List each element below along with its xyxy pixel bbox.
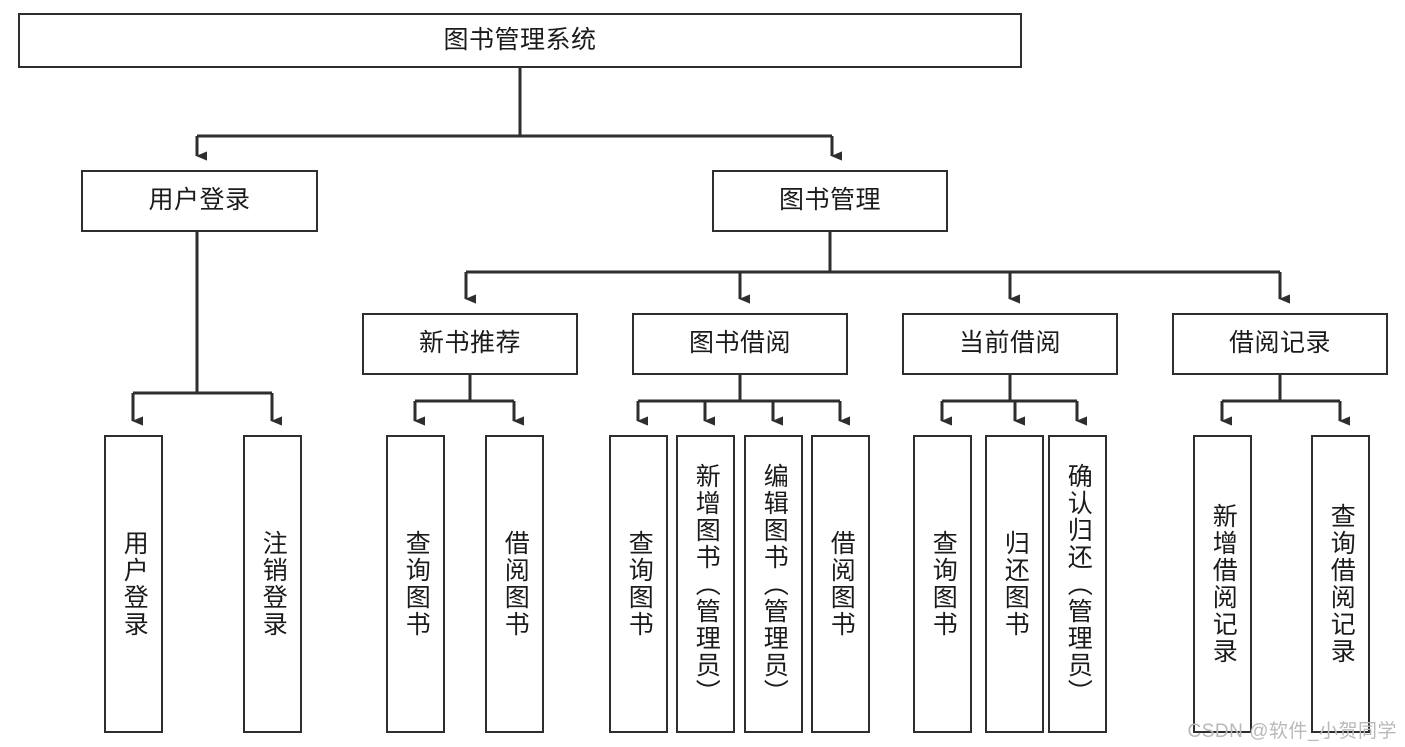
node-book-borrow-label: 图书借阅 <box>688 329 791 358</box>
node-leaf-label: 借阅图书 <box>501 530 530 638</box>
node-leaf-current-confirm-return-admin[interactable]: 确认归还（管理员） <box>1048 435 1107 733</box>
node-leaf-user-login-signin[interactable]: 用户登录 <box>104 435 163 733</box>
node-leaf-label: 借阅图书 <box>827 530 856 638</box>
node-book-borrow[interactable]: 图书借阅 <box>632 313 848 375</box>
node-book-management-label: 图书管理 <box>778 186 881 215</box>
node-leaf-label: 查询图书 <box>402 530 431 638</box>
node-leaf-label: 确认归还（管理员） <box>1064 462 1093 706</box>
node-user-login-label: 用户登录 <box>148 186 251 215</box>
node-leaf-label: 查询图书 <box>625 530 654 638</box>
node-leaf-label: 查询借阅记录 <box>1327 503 1356 665</box>
node-leaf-record-query-record[interactable]: 查询借阅记录 <box>1311 435 1370 733</box>
node-new-book-recommend-label: 新书推荐 <box>418 329 521 358</box>
node-leaf-current-return-book[interactable]: 归还图书 <box>985 435 1044 733</box>
node-current-borrow[interactable]: 当前借阅 <box>902 313 1118 375</box>
node-leaf-label: 新增借阅记录 <box>1209 503 1238 665</box>
node-leaf-current-query-book[interactable]: 查询图书 <box>913 435 972 733</box>
node-borrow-record-label: 借阅记录 <box>1228 329 1331 358</box>
node-book-management[interactable]: 图书管理 <box>712 170 948 232</box>
node-leaf-label: 注销登录 <box>259 530 288 638</box>
node-leaf-label: 编辑图书（管理员） <box>760 462 789 706</box>
node-leaf-borrow-add-book-admin[interactable]: 新增图书（管理员） <box>676 435 735 733</box>
node-leaf-user-login-signout[interactable]: 注销登录 <box>243 435 302 733</box>
node-leaf-borrow-borrow-book[interactable]: 借阅图书 <box>811 435 870 733</box>
node-leaf-label: 用户登录 <box>120 530 149 638</box>
node-leaf-newbook-query-book[interactable]: 查询图书 <box>386 435 445 733</box>
node-leaf-record-add-record[interactable]: 新增借阅记录 <box>1193 435 1252 733</box>
node-new-book-recommend[interactable]: 新书推荐 <box>362 313 578 375</box>
node-root-library-system[interactable]: 图书管理系统 <box>18 13 1022 68</box>
node-borrow-record[interactable]: 借阅记录 <box>1172 313 1388 375</box>
node-leaf-borrow-query-book[interactable]: 查询图书 <box>609 435 668 733</box>
node-leaf-newbook-borrow-book[interactable]: 借阅图书 <box>485 435 544 733</box>
node-leaf-label: 归还图书 <box>1001 530 1030 638</box>
node-leaf-label: 新增图书（管理员） <box>692 462 721 706</box>
node-leaf-borrow-edit-book-admin[interactable]: 编辑图书（管理员） <box>744 435 803 733</box>
node-root-label: 图书管理系统 <box>443 25 597 54</box>
node-user-login[interactable]: 用户登录 <box>81 170 318 232</box>
node-current-borrow-label: 当前借阅 <box>958 329 1061 358</box>
node-leaf-label: 查询图书 <box>929 530 958 638</box>
